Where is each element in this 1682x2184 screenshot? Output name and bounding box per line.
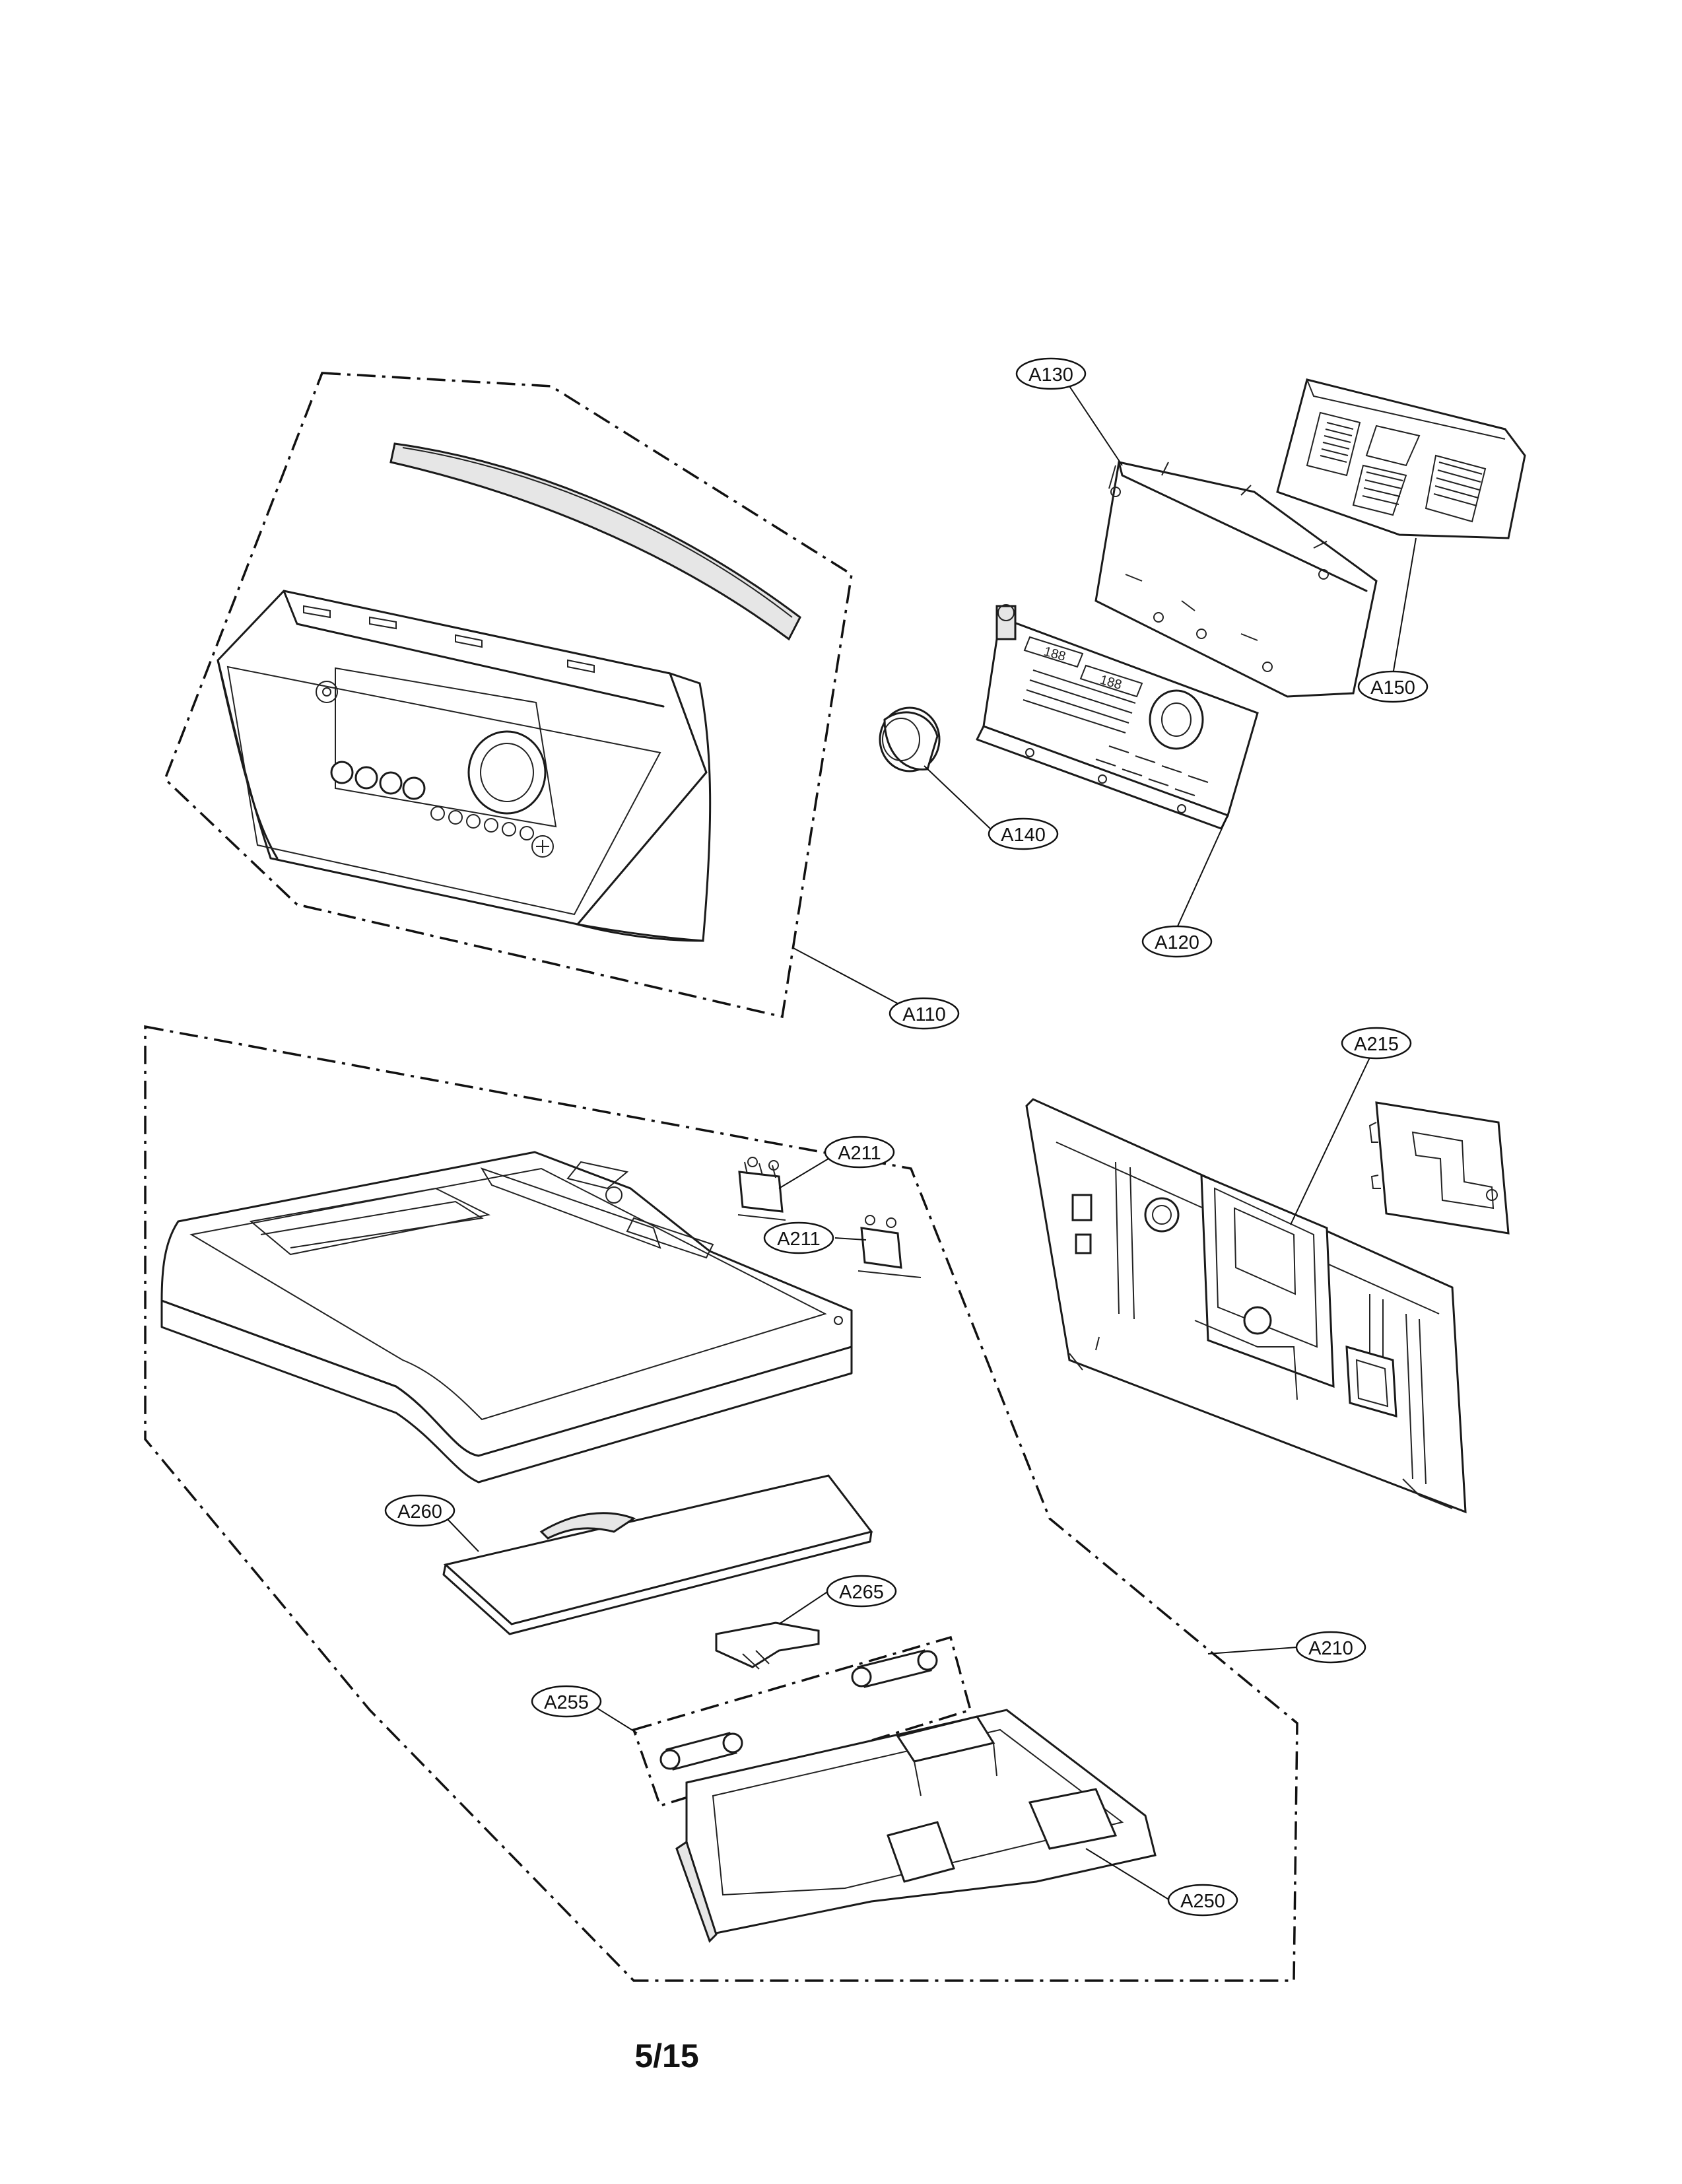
callout-a265: A265 [826,1575,897,1608]
svg-text:A260: A260 [397,1501,442,1522]
latch-a265 [715,1621,820,1670]
control-panel-housing [217,590,712,942]
svg-text:A110: A110 [902,1004,946,1025]
access-cover [1368,1101,1510,1235]
callout-a120: A120 [1141,925,1213,958]
rear-panel [1025,1098,1467,1514]
damper-a255-right [851,1649,938,1688]
leader-a120 [1176,815,1228,928]
knob-a140 [879,706,941,772]
svg-text:A150: A150 [1370,677,1415,699]
leader-a210 [1207,1647,1298,1655]
leader-a130 [1069,386,1123,466]
callout-a250: A250 [1167,1884,1238,1917]
lid-a260 [442,1474,873,1635]
leader-a265 [778,1590,829,1625]
top-cover [160,1151,853,1484]
svg-text:A210: A210 [1308,1638,1353,1659]
svg-text:A130: A130 [1028,364,1073,386]
leader-a260 [445,1517,479,1552]
pcb-housing-a130 [1094,461,1378,698]
leader-a110 [791,947,898,1004]
hinge-a211-bottom [858,1215,922,1278]
svg-text:A250: A250 [1180,1891,1225,1912]
svg-text:A255: A255 [544,1692,589,1713]
leader-a215 [1290,1057,1370,1225]
leader-a250 [1085,1848,1170,1901]
callout-a210: A210 [1295,1631,1366,1664]
callout-a260: A260 [384,1494,455,1527]
svg-text:A215: A215 [1354,1034,1399,1055]
damper-a255-left [659,1732,743,1771]
top-trim-strip [389,442,801,641]
a255-group-boundary [632,1635,972,1808]
svg-text:A211: A211 [777,1229,821,1250]
hinge-a211-top [737,1157,786,1221]
callout-a110: A110 [889,997,960,1030]
leader-a211-bottom [834,1237,867,1241]
frame-a250 [675,1709,1157,1943]
leader-a211-top [778,1156,832,1189]
svg-text:A211: A211 [838,1143,881,1164]
callout-a255: A255 [531,1685,602,1718]
svg-text:A140: A140 [1001,825,1046,846]
callout-a211-top: A211 [824,1136,895,1169]
rear-cover-a150 [1276,378,1526,539]
callout-a211-bottom: A211 [763,1221,834,1254]
callout-a150: A150 [1357,670,1429,703]
page-number: 5/15 [634,2037,699,2074]
callout-a130: A130 [1015,357,1087,390]
callout-a215: A215 [1341,1027,1412,1060]
callout-a140: A140 [988,817,1059,850]
svg-text:A120: A120 [1155,932,1199,953]
svg-text:A265: A265 [839,1582,884,1603]
leader-a150 [1392,537,1417,675]
leader-a140 [924,765,991,829]
a110-group-boundary [163,372,853,1019]
